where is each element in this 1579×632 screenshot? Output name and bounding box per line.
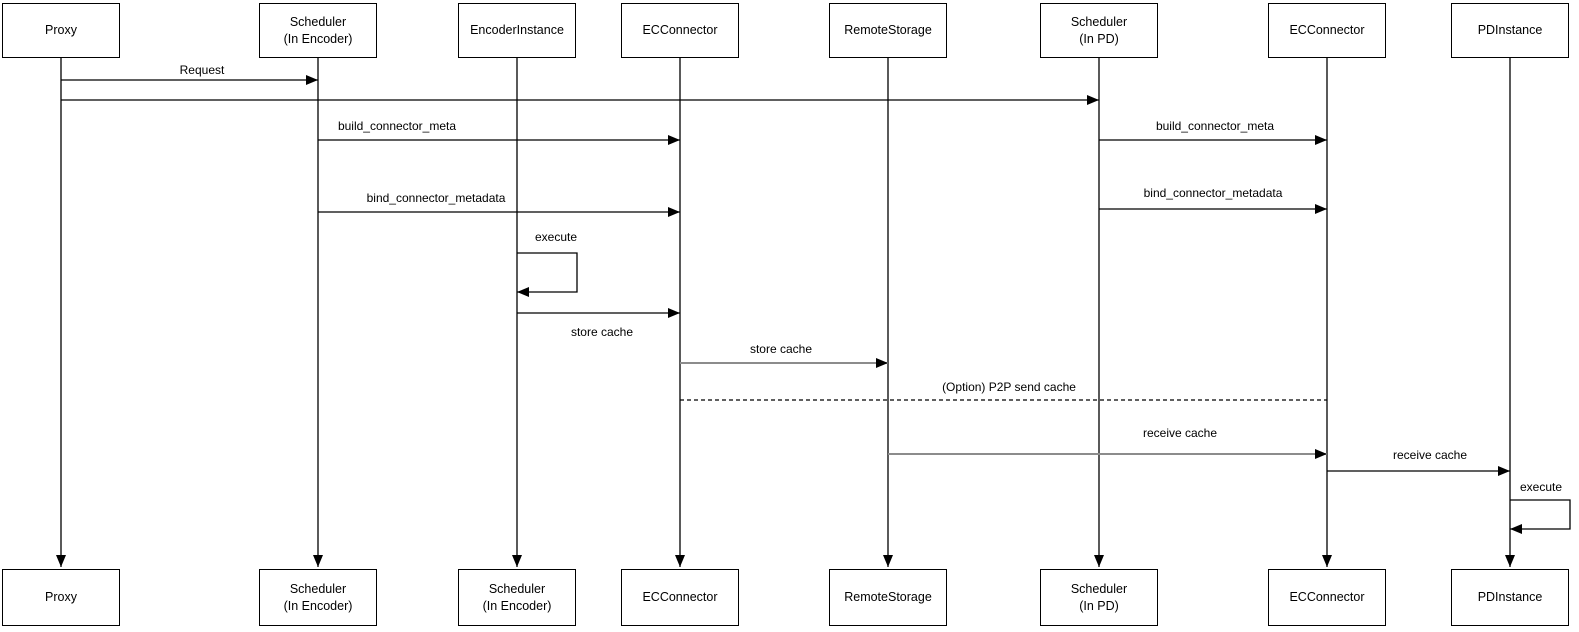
participant-bottom-ec-connector-pd: ECConnector (1268, 569, 1386, 626)
participant-label: PDInstance (1477, 590, 1543, 605)
participant-label: RemoteStorage (844, 590, 932, 605)
participant-top-pd-instance: PDInstance (1451, 3, 1569, 58)
message-line-execute-encoder (517, 252, 578, 297)
participant-bottom-proxy: Proxy (2, 569, 120, 626)
participant-bottom-pd-instance: PDInstance (1451, 569, 1569, 626)
participant-label: Proxy (45, 590, 77, 605)
participant-label: Scheduler (1070, 581, 1128, 596)
message-label-bind-connector-metadata-encoder: bind_connector_metadata (367, 191, 506, 205)
participant-top-remote-storage: RemoteStorage (829, 3, 947, 58)
message-label-request: Request (180, 63, 225, 77)
message-label-build-connector-meta-encoder: build_connector_meta (338, 119, 456, 133)
participant-label: (In Encoder) (283, 31, 353, 46)
message-line-execute-pd (1510, 499, 1571, 534)
participant-top-scheduler-in-pd: Scheduler (In PD) (1040, 3, 1158, 58)
participant-top-encoder-instance: EncoderInstance (458, 3, 576, 58)
participant-bottom-scheduler-in-encoder: Scheduler (In Encoder) (259, 569, 377, 626)
participant-label: (In PD) (1079, 31, 1119, 46)
participant-label: RemoteStorage (844, 23, 932, 38)
participant-bottom-ec-connector-encoder: ECConnector (621, 569, 739, 626)
participant-label: (In Encoder) (482, 598, 552, 613)
message-label-p2p-send-cache: (Option) P2P send cache (942, 380, 1076, 394)
message-label-execute-pd: execute (1520, 480, 1562, 494)
participant-label: Proxy (45, 23, 77, 38)
message-label-receive-cache-ec: receive cache (1143, 426, 1217, 440)
participant-label: Scheduler (488, 581, 546, 596)
participant-top-ec-connector-encoder: ECConnector (621, 3, 739, 58)
participant-top-scheduler-in-encoder: Scheduler (In Encoder) (259, 3, 377, 58)
participant-label: Scheduler (289, 14, 347, 29)
participant-bottom-scheduler-in-pd: Scheduler (In PD) (1040, 569, 1158, 626)
participant-label: (In PD) (1079, 598, 1119, 613)
participant-label: ECConnector (642, 23, 718, 38)
message-label-execute-encoder: execute (535, 230, 577, 244)
participant-label: ECConnector (1289, 23, 1365, 38)
participant-bottom-remote-storage: RemoteStorage (829, 569, 947, 626)
participant-label: (In Encoder) (283, 598, 353, 613)
participant-top-proxy: Proxy (2, 3, 120, 58)
participant-label: ECConnector (1289, 590, 1365, 605)
message-label-store-cache-remote: store cache (750, 342, 812, 356)
participant-top-ec-connector-pd: ECConnector (1268, 3, 1386, 58)
message-label-store-cache-encoder: store cache (571, 325, 633, 339)
message-label-bind-connector-metadata-pd: bind_connector_metadata (1144, 186, 1283, 200)
participant-label: PDInstance (1477, 23, 1543, 38)
participant-label: Scheduler (1070, 14, 1128, 29)
participant-bottom-encoder-instance: Scheduler (In Encoder) (458, 569, 576, 626)
message-label-receive-cache-pd: receive cache (1393, 448, 1467, 462)
participant-label: ECConnector (642, 590, 718, 605)
participant-label: Scheduler (289, 581, 347, 596)
message-label-build-connector-meta-pd: build_connector_meta (1156, 119, 1274, 133)
participant-label: EncoderInstance (470, 23, 564, 38)
